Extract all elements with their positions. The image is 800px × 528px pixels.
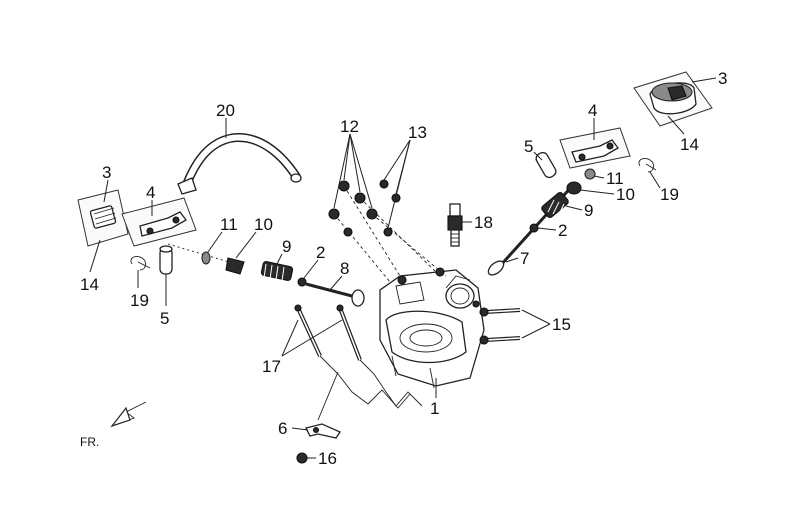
callout-12: 12 [340,117,359,136]
callout-5-right: 5 [524,137,533,156]
front-direction-arrow [110,401,147,428]
callout-8: 8 [340,259,349,278]
callout-3-right: 3 [718,69,727,88]
callout-9-left: 9 [282,237,291,256]
callout-15: 15 [552,315,571,334]
callout-labels: 20 3 14 4 11 10 9 2 8 19 5 17 12 13 18 5… [80,69,727,468]
callout-14-left: 14 [80,275,99,294]
callout-11-right: 11 [606,169,624,188]
callout-10-left: 10 [254,215,273,234]
leader-lines [89,77,717,459]
callout-1: 1 [430,399,439,418]
part-19-left-clip [130,255,151,271]
callout-4-left: 4 [146,183,155,202]
part-5-left-rocker-shaft [159,245,173,275]
callout-3-left: 3 [102,163,111,182]
callout-7: 7 [520,249,529,268]
part-6-bracket [305,423,341,439]
callout-4-right: 4 [588,101,597,120]
part-5-right-rocker-shaft [535,151,557,179]
part-20-breather-tube [177,133,302,195]
part-4-right-rocker-box [559,127,631,169]
part-17-studs [294,304,362,361]
callout-10-right: 10 [616,185,635,204]
callout-9-right: 9 [584,201,593,220]
callout-6: 6 [278,419,287,438]
left-valve-train [167,243,365,307]
callout-16: 16 [318,449,337,468]
right-valve-train [487,168,596,276]
callout-5-left: 5 [160,309,169,328]
callout-2-right: 2 [558,221,567,240]
part-1-cylinder-head [379,267,485,389]
part-19-right-clip [638,157,657,173]
callout-18: 18 [474,213,493,232]
part-16-nut [296,452,308,464]
front-direction-label: FR. [80,435,99,449]
part-15-studs [479,307,521,345]
callout-19-right: 19 [660,185,679,204]
part-3-left-cover-box [77,189,129,247]
callout-14-right: 14 [680,135,699,154]
part-18-spark-plug [447,203,463,247]
guide-lines [317,355,423,421]
callout-17: 17 [262,357,281,376]
callout-13: 13 [408,123,427,142]
callout-20: 20 [216,101,235,120]
part-3-right-cap-box [633,71,713,127]
callout-2-left: 2 [316,243,325,262]
callout-19-left: 19 [130,291,149,310]
part-4-left-rocker-box [121,197,197,247]
callout-11-left: 11 [220,215,238,234]
